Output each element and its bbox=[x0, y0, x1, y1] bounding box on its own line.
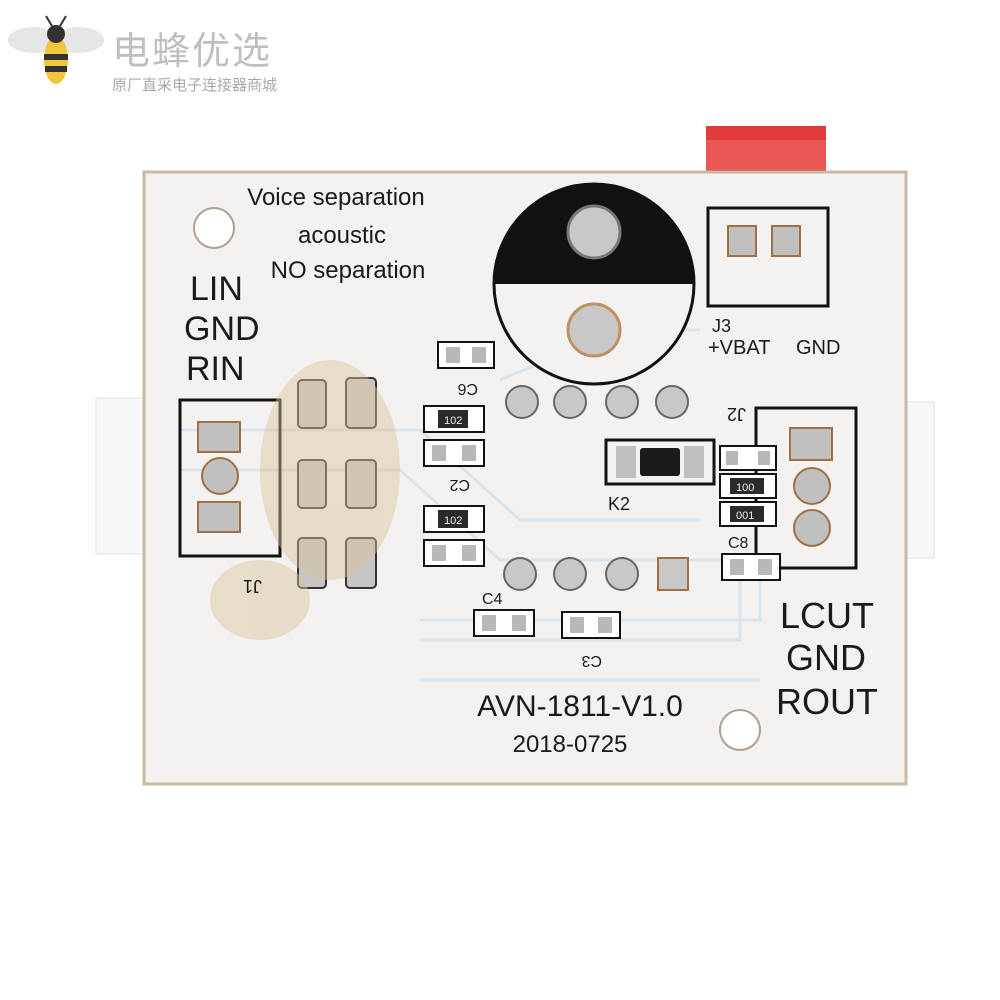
res-code-1: 102 bbox=[444, 415, 462, 427]
desc-line-3: NO separation bbox=[271, 257, 426, 284]
j3-connector bbox=[706, 206, 830, 308]
right-tab bbox=[903, 401, 935, 559]
res-code-4: 001 bbox=[736, 510, 754, 522]
mount-hole-2 bbox=[719, 709, 761, 751]
mount-hole-1 bbox=[193, 207, 235, 249]
j3-gnd-label: GND bbox=[796, 337, 840, 359]
c3-label: C3 bbox=[581, 652, 602, 669]
c8-label: C8 bbox=[728, 535, 749, 552]
bee-icon bbox=[8, 15, 104, 84]
k2-label: K2 bbox=[608, 494, 630, 514]
output-label-lcut: LCUT bbox=[780, 595, 874, 636]
c4-label: C4 bbox=[482, 591, 503, 608]
input-label-gnd: GND bbox=[184, 310, 260, 348]
switch-pads bbox=[297, 377, 377, 589]
output-label-gnd: GND bbox=[786, 637, 866, 678]
desc-line-1: Voice separation bbox=[247, 184, 424, 211]
round-pads bbox=[503, 385, 689, 591]
desc-line-2: acoustic bbox=[298, 222, 386, 249]
brand-name: 电蜂优选 bbox=[112, 29, 273, 73]
j2-label: J2 bbox=[727, 404, 746, 424]
j3-vbat-label: +VBAT bbox=[708, 337, 770, 359]
j1-connector bbox=[178, 398, 282, 558]
j1-pin-1 bbox=[197, 421, 241, 453]
res-code-3: 100 bbox=[736, 482, 754, 494]
c2-label: C2 bbox=[449, 476, 470, 493]
output-label-rout: ROUT bbox=[776, 681, 878, 722]
j1-label: J1 bbox=[243, 576, 262, 596]
brand-tagline: 原厂直采电子连接器商城 bbox=[112, 76, 278, 94]
model-number: AVN-1811-V1.0 bbox=[477, 690, 683, 723]
c6-label: C6 bbox=[457, 380, 478, 397]
j1-pin-2 bbox=[201, 457, 239, 495]
res-code-2: 102 bbox=[444, 515, 462, 527]
input-label-rin: RIN bbox=[186, 350, 245, 388]
date-code: 2018-0725 bbox=[513, 731, 628, 758]
j1-pin-3 bbox=[197, 501, 241, 533]
input-label-lin: LIN bbox=[190, 270, 243, 308]
j3-label: J3 bbox=[712, 316, 731, 336]
left-tab bbox=[95, 397, 149, 555]
